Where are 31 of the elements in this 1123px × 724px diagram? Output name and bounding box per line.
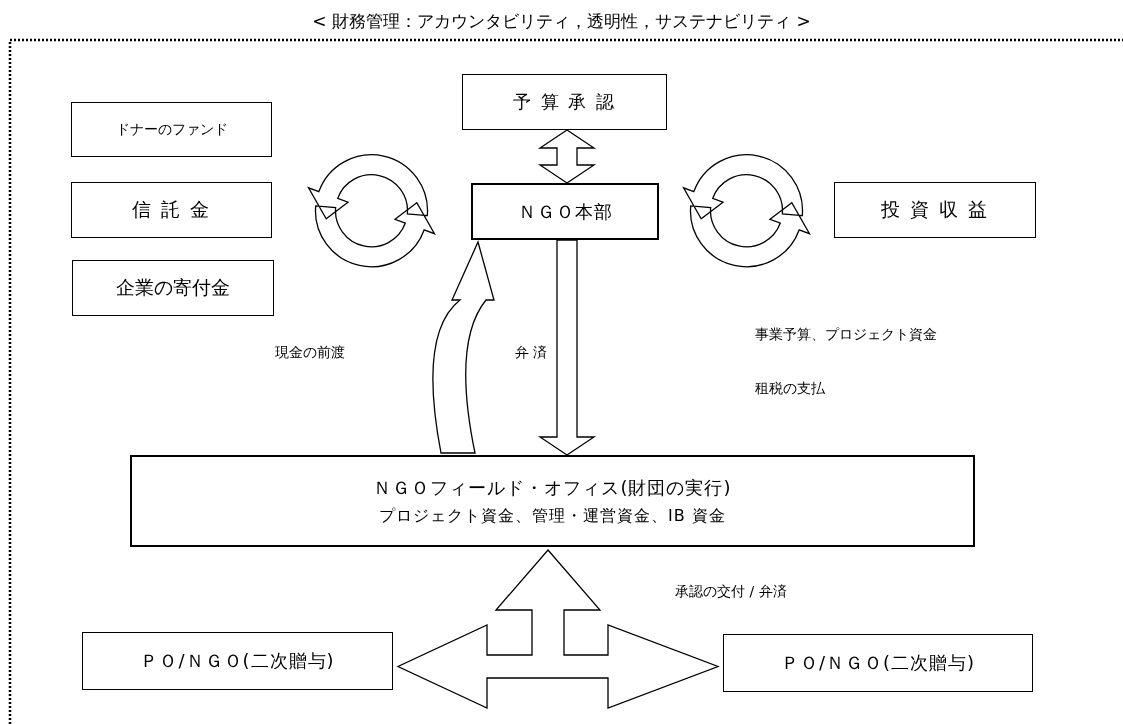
box-label: ＮＧＯ本部 <box>517 199 613 224</box>
process-box <box>71 182 272 238</box>
box-label: ＰＯ/ＮＧＯ(二次贈与) <box>780 651 976 675</box>
process-box <box>462 74 667 130</box>
process-box <box>834 182 1036 238</box>
box-sublabel: プロジェクト資金、管理・運営資金、IB 資金 <box>379 505 726 527</box>
process-box <box>71 102 272 157</box>
diagram-title: < 財務管理：アカウンタビリティ，透明性，サステナビリティ > <box>311 10 812 33</box>
curved-arrow <box>432 241 495 454</box>
cycle-arrows <box>307 154 436 268</box>
process-box <box>130 455 975 547</box>
flow-label: 現金の前渡 <box>275 344 345 362</box>
process-box <box>72 260 274 316</box>
cycle-arrows <box>682 154 811 268</box>
process-box <box>82 632 393 690</box>
three-way-arrow <box>396 549 720 710</box>
flow-label: 弁 済 <box>515 344 548 362</box>
flow-label: 承認の交付 / 弁済 <box>675 583 787 601</box>
flow-label: 事業予算、プロジェクト資金 <box>755 326 937 344</box>
box-label: 予 算 承 認 <box>512 90 617 114</box>
process-box <box>723 634 1033 692</box>
box-label: 投 資 収 益 <box>880 197 990 222</box>
flow-label: 租税の支払 <box>755 380 825 398</box>
box-label: ドナーのファンド <box>115 120 228 139</box>
box-label: ＰＯ/ＮＧＯ(二次贈与) <box>140 649 335 673</box>
box-label: ＮＧＯフィールド・オフィス(財団の実行) <box>373 475 732 500</box>
double-arrow <box>537 129 597 184</box>
box-label: 信 託 金 <box>131 197 212 222</box>
process-box <box>471 183 659 240</box>
double-arrow <box>537 239 597 456</box>
box-label: 企業の寄付金 <box>116 275 230 300</box>
